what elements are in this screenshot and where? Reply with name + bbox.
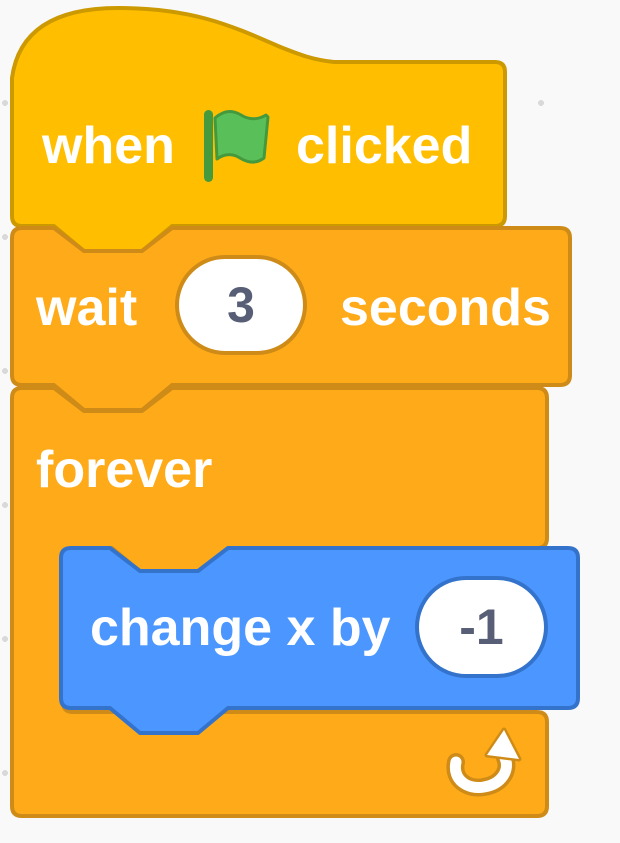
change-x-value: -1 [459, 599, 504, 655]
change-x-by-label: change x by [90, 599, 391, 657]
clicked-label: clicked [296, 117, 473, 175]
forever-label: forever [36, 441, 213, 499]
wait-label: wait [36, 279, 138, 337]
when-label: when [42, 117, 175, 175]
loop-arrow-icon [446, 727, 522, 797]
wait-duration-input[interactable]: 3 [175, 255, 307, 355]
seconds-label: seconds [340, 279, 551, 337]
green-flag-icon [204, 110, 270, 182]
wait-duration-value: 3 [227, 277, 255, 333]
change-x-value-input[interactable]: -1 [415, 576, 548, 678]
